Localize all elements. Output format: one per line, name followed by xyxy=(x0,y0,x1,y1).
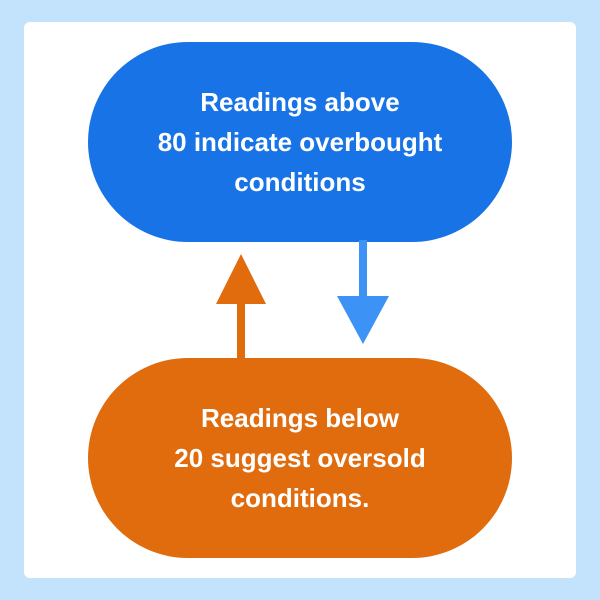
up-arrow-icon xyxy=(216,254,266,360)
down-arrow-icon xyxy=(337,240,389,344)
oversold-line-2: 20 suggest oversold xyxy=(174,443,426,473)
overbought-line-3: conditions xyxy=(234,167,366,197)
oversold-text: Readings below 20 suggest oversold condi… xyxy=(174,398,425,518)
overbought-box: Readings above 80 indicate overbought co… xyxy=(88,42,512,242)
overbought-line-2: 80 indicate overbought xyxy=(157,127,443,157)
oversold-line-3: conditions. xyxy=(230,483,370,513)
overbought-text: Readings above 80 indicate overbought co… xyxy=(158,82,443,202)
diagram-card: Readings above 80 indicate overbought co… xyxy=(24,22,576,578)
oversold-line-1: Readings below xyxy=(201,403,399,433)
overbought-line-1: Readings above xyxy=(200,87,400,117)
oversold-box: Readings below 20 suggest oversold condi… xyxy=(88,358,512,558)
